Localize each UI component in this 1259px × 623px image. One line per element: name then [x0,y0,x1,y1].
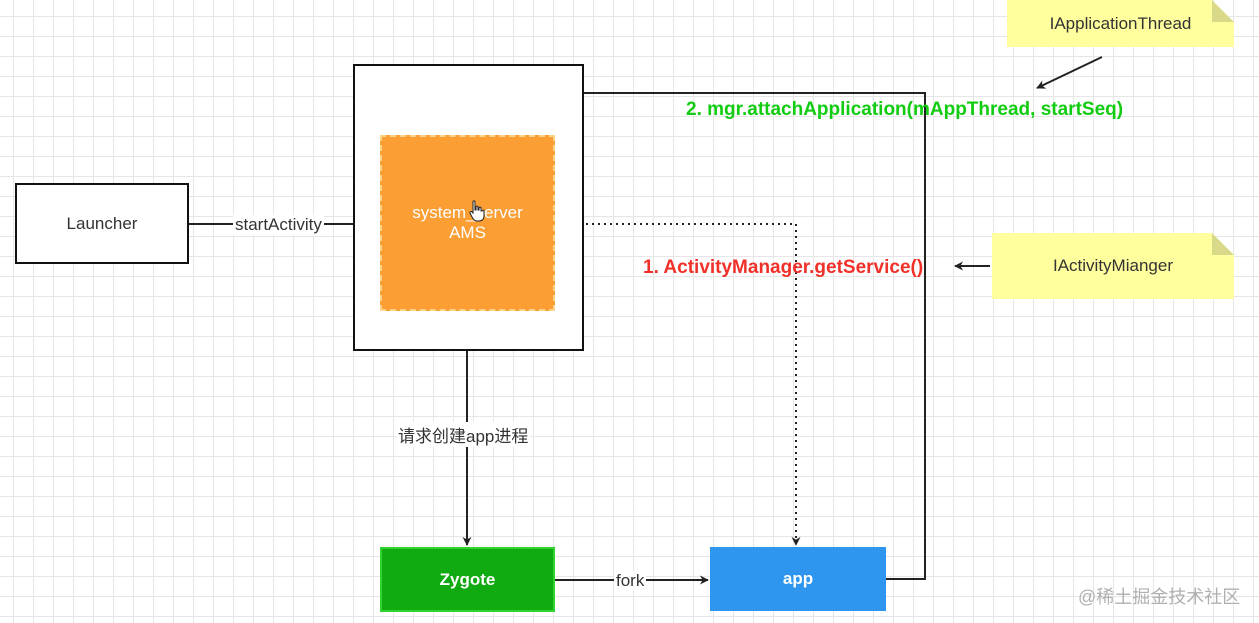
mouse-cursor-icon [469,200,485,222]
ams-label: AMS [449,223,486,242]
note-activity-manager: IActivityMianger [992,233,1234,299]
edge-label-get-service: 1. ActivityManager.getService() [643,257,924,278]
watermark: @稀土掘金技术社区 [1078,587,1241,607]
edge-ams-app-dotted [556,223,801,546]
note-application-thread-label: IApplicationThread [1049,13,1192,33]
edge-thread-note [1036,56,1103,89]
launcher-node: Launcher [15,183,189,264]
note-activity-manager-label: IActivityMianger [1053,256,1173,275]
zygote-label: Zygote [439,569,496,589]
note-application-thread: IApplicationThread [1007,0,1234,47]
app-label: app [782,569,814,588]
edge-label-start-activity: startActivity [233,215,324,235]
zygote-node: Zygote [380,547,555,612]
launcher-label: Launcher [66,213,138,233]
system-server-label: system_server [412,203,523,222]
edge-label-fork: fork [614,571,647,591]
edge-label-request-create: 请求创建app进程 [396,422,531,447]
app-node: app [710,547,886,611]
edge-label-attach-application: 2. mgr.attachApplication(mAppThread, sta… [686,99,1124,120]
ams-node: system_server AMS [380,135,555,311]
